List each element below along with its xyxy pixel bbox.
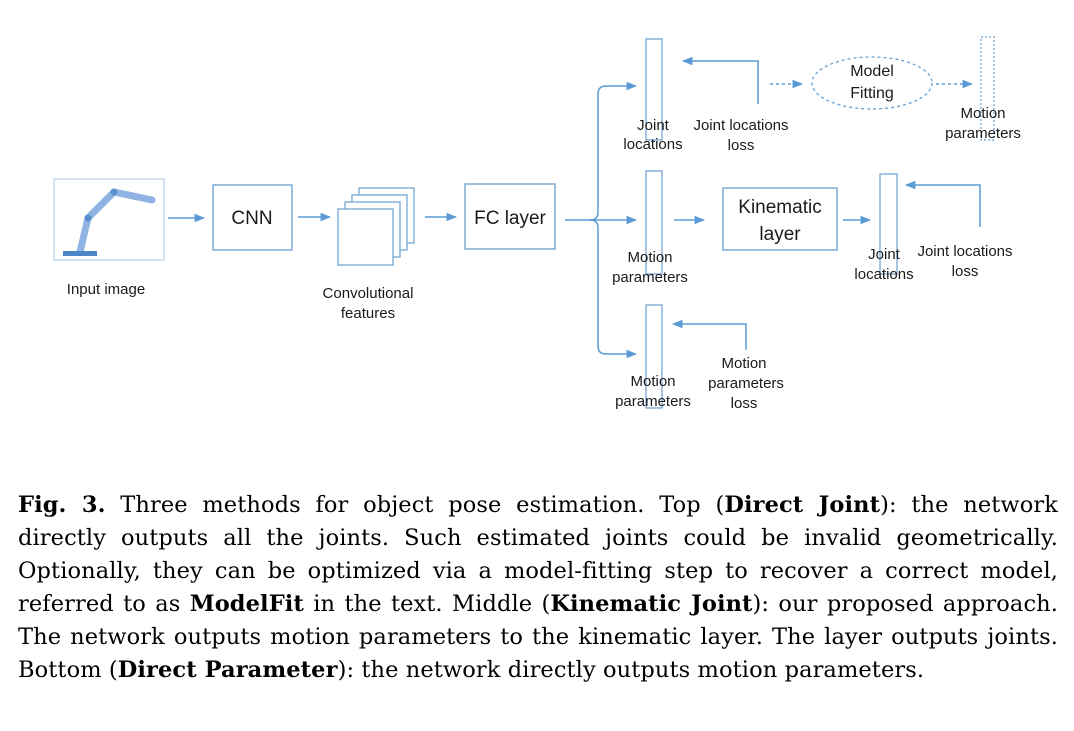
conv-features-label-2: features [341,305,395,322]
mid-motion-params-label-1: Motion [627,249,672,266]
caption-text-2: ): the network directly outputs all the … [18,492,1058,617]
bottom-loss-feedback-arrow [671,319,747,350]
fc-layer-box [464,183,556,250]
top-joint-locations-label-2: locations [623,136,682,153]
caption-text-4: ): our proposed approach. The network ou… [18,591,1058,683]
bottom-motion-params-label-2: parameters [615,393,691,410]
figure-caption: Fig. 3. Three methods for object pose es… [18,489,1058,687]
bottom-loss-label-2: parameters [708,375,784,392]
caption-fig-number: Fig. 3. [18,492,106,518]
robot-arm-icon [63,188,156,256]
input-image-frame [53,178,165,261]
kinematic-layer-label-2: layer [759,224,801,245]
model-fitting-ellipse [811,56,933,110]
top-joint-locations-label-1: Joint [637,117,670,134]
fc-layer-label: FC layer [474,208,546,229]
mid-motion-params-label-2: parameters [612,269,688,286]
caption-text-1: Three methods for object pose estimation… [105,492,725,518]
mid-joint-locations-label-2: locations [854,266,913,283]
bottom-motion-params-vector [645,304,663,409]
mid-loss-label-1: Joint locations [917,243,1012,260]
caption-text-5: ): the network directly outputs motion p… [337,657,925,683]
top-motion-params-vector [980,36,995,141]
caption-bold-direct-parameter: Direct Parameter [117,657,338,683]
model-fitting-label-2: Fitting [850,85,894,102]
mid-loss-feedback-arrow [904,180,981,227]
caption-text-3: in the text. Middle ( [303,591,551,617]
top-motion-params-label-2: parameters [945,125,1021,142]
input-image-label: Input image [67,281,145,298]
mid-joint-vector [879,173,898,275]
caption-bold-direct-joint: Direct Joint [724,492,881,518]
kinematic-layer-box [722,187,838,251]
top-loss-label-1: Joint locations [693,117,788,134]
conv-features-label-1: Convolutional [323,285,414,302]
top-joint-vector [645,38,663,141]
caption-bold-kinematic-joint: Kinematic Joint [550,591,753,617]
model-fitting-label-1: Model [850,63,894,80]
mid-motion-params-vector [645,170,663,275]
cnn-box [212,184,293,251]
bottom-loss-label-1: Motion [721,355,766,372]
mid-loss-label-2: loss [952,263,979,280]
bottom-motion-params-label-1: Motion [630,373,675,390]
feature-maps-stack [337,187,415,266]
mid-joint-locations-label-1: Joint [868,246,901,263]
branch-connector [565,81,638,359]
bottom-loss-label-3: loss [731,395,758,412]
pose-estimation-diagram: Input image CNN Convolutional features F… [53,36,1021,412]
caption-bold-modelfit: ModelFit [189,591,304,617]
kinematic-layer-label-1: Kinematic [738,197,821,218]
top-loss-feedback-arrow [681,56,759,104]
cnn-label: CNN [231,208,272,229]
top-motion-params-label-1: Motion [960,105,1005,122]
top-loss-label-2: loss [728,137,755,154]
